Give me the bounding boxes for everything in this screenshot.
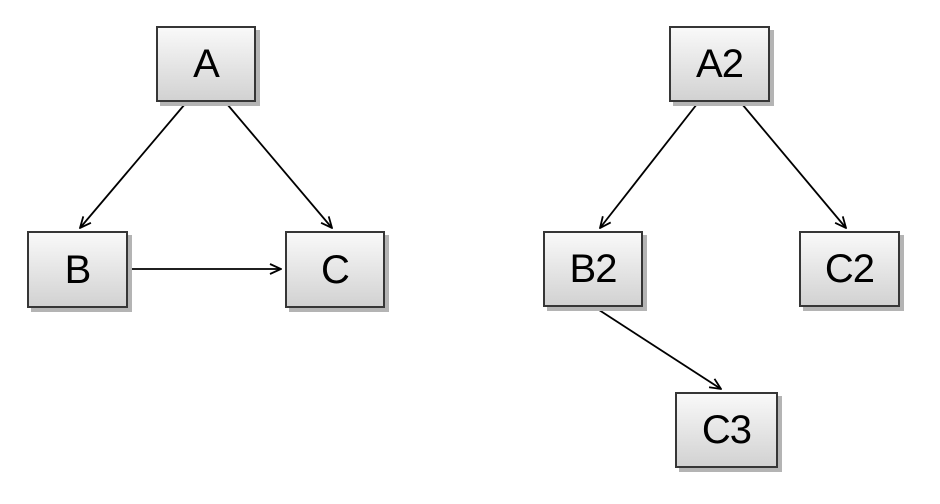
node-label-C3: C3 <box>701 408 752 452</box>
edge-A2-to-C2 <box>741 103 846 228</box>
node-label-C: C <box>321 247 350 292</box>
node-C2: C2 <box>799 231 900 307</box>
node-A: A <box>156 26 256 102</box>
node-B: B <box>27 231 128 308</box>
edge-A2-to-B2 <box>600 103 698 228</box>
node-label-C2: C2 <box>824 247 875 291</box>
node-label-A: A <box>193 42 220 86</box>
node-label-B2: B2 <box>569 247 618 291</box>
node-C3: C3 <box>675 392 778 468</box>
edge-B2-to-C3 <box>595 307 721 389</box>
edge-A-to-B <box>80 103 186 228</box>
node-label-B: B <box>64 247 92 292</box>
node-A2: A2 <box>669 26 770 102</box>
node-C: C <box>285 231 385 308</box>
node-label-A2: A2 <box>696 42 744 86</box>
node-B2: B2 <box>543 231 643 307</box>
edge-A-to-C <box>226 103 332 228</box>
